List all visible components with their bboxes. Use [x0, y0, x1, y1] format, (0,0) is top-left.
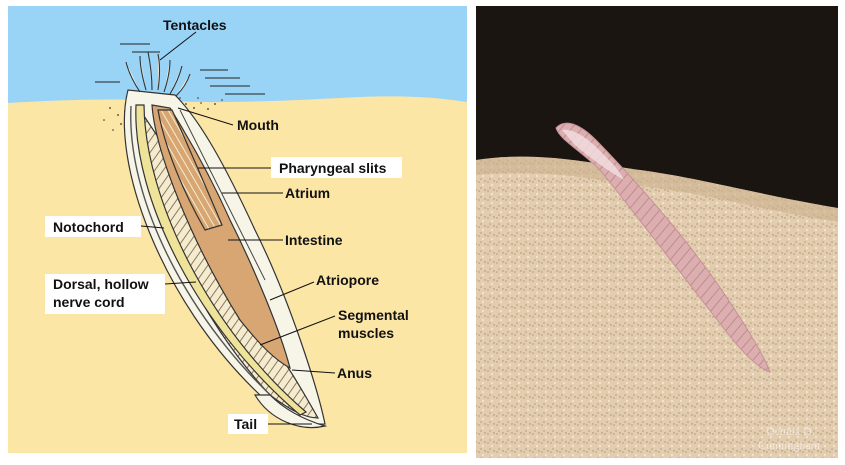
- photo-lancelet: [555, 122, 771, 373]
- label-dorsal-hollow: Dorsal, hollow: [53, 276, 149, 292]
- label-muscles: muscles: [338, 325, 394, 341]
- leader-mouth: [177, 107, 234, 126]
- label-mouth: Mouth: [237, 117, 279, 133]
- leader-anus: [291, 369, 336, 374]
- lancelet-body: [123, 89, 328, 429]
- photo-sand: [476, 156, 838, 458]
- photo-watermark-line1: Dennis D.: [766, 424, 815, 438]
- atrium-outline: [179, 109, 266, 281]
- tentacles: [125, 51, 191, 97]
- leader-atriopore: [269, 281, 315, 301]
- lancelet-diagram: Tentacles Mouth Pharyngeal slits Atrium …: [8, 6, 467, 453]
- label-tentacles: Tentacles: [163, 17, 227, 33]
- leader-tentacles: [159, 31, 197, 61]
- label-box-pharyngeal-slits: [271, 157, 402, 178]
- label-atriopore: Atriopore: [316, 272, 379, 288]
- nerve-cord: [130, 105, 297, 419]
- water-region: [8, 6, 467, 106]
- photo-lancelet-highlight: [562, 129, 624, 180]
- photo-watermark-line2: Cunningham: [758, 438, 821, 452]
- label-intestine: Intestine: [285, 232, 343, 248]
- leader-lines: [140, 31, 336, 425]
- leader-segmental-muscles: [259, 315, 336, 346]
- label-notochord: Notochord: [53, 219, 124, 235]
- label-segmental: Segmental: [338, 307, 409, 323]
- tail-fin: [253, 394, 328, 429]
- label-atrium: Atrium: [285, 185, 330, 201]
- label-pharyngeal-slits: Pharyngeal slits: [279, 160, 387, 176]
- notochord: [135, 104, 308, 416]
- label-tail: Tail: [234, 416, 257, 432]
- water-ripples: [95, 43, 265, 95]
- leader-nerve-cord: [164, 281, 197, 285]
- label-box-notochord: [45, 216, 141, 237]
- label-box-nerve-cord: [45, 274, 165, 314]
- pharynx-slits: [157, 109, 223, 231]
- leader-notochord: [140, 225, 165, 229]
- label-box-tail: [228, 414, 268, 434]
- label-anus: Anus: [337, 365, 372, 381]
- photo-sand-shadow: [476, 156, 838, 222]
- label-nerve-cord: nerve cord: [53, 294, 125, 310]
- lancelet-photo: Dennis D. Cunningham: [476, 6, 838, 458]
